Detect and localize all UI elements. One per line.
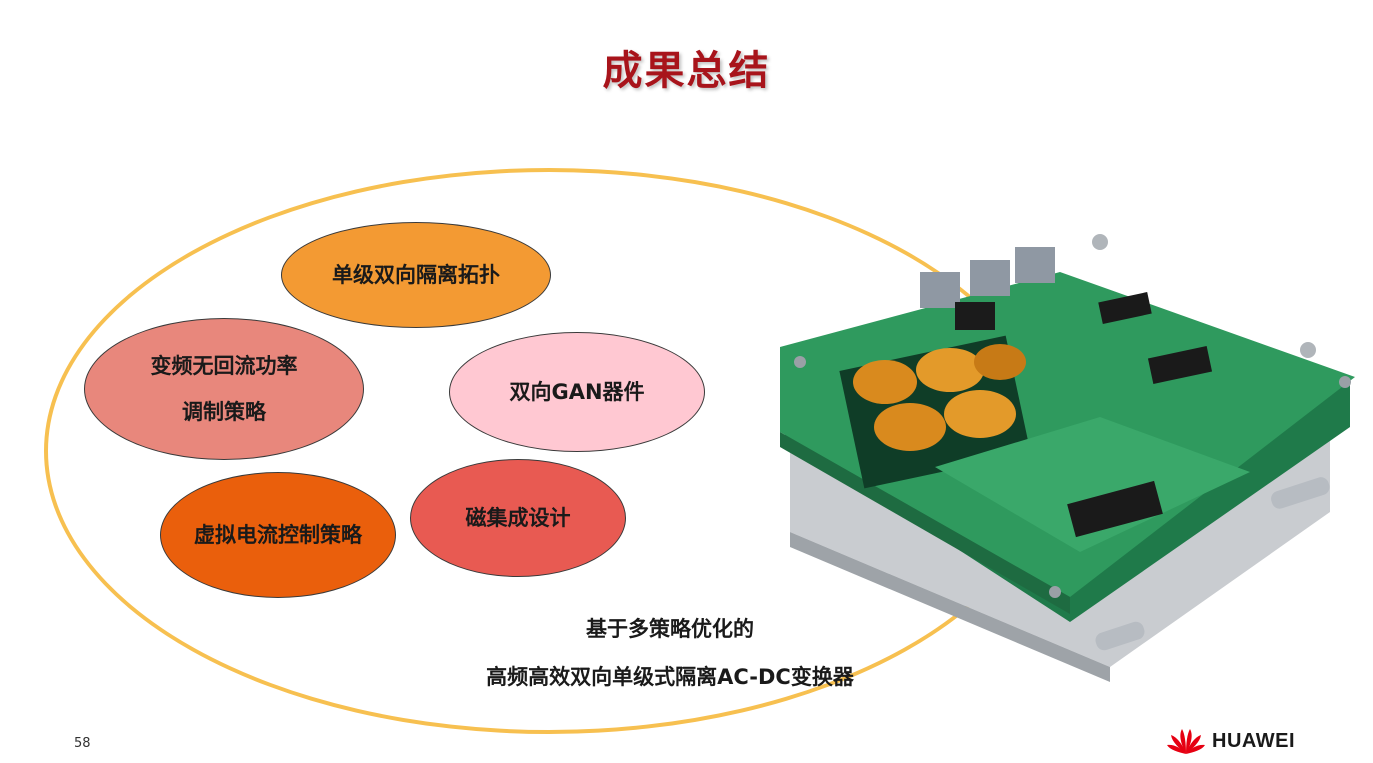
bubble-magnetic: 磁集成设计 [410,459,626,577]
bubble-gan-label: 双向GAN器件 [509,380,645,404]
bubble-topology: 单级双向隔离拓扑 [281,222,551,328]
huawei-logo: HUAWEI [1166,726,1295,756]
huawei-logo-text: HUAWEI [1212,729,1295,752]
bubble-modulation-line1: 变频无回流功率 [150,354,298,378]
page-number: 58 [74,736,91,751]
summary-line-2: 高频高效双向单级式隔离AC-DC变换器 [486,665,854,689]
summary-line-1: 基于多策略优化的 [586,617,754,641]
converter-board-image [780,234,1355,682]
bubble-topology-label: 单级双向隔离拓扑 [332,263,500,287]
bubble-gan: 双向GAN器件 [449,332,705,452]
bubble-virtual-current-label: 虚拟电流控制策略 [194,523,362,547]
bubble-modulation-line2: 调制策略 [182,400,266,424]
bubble-virtual-current: 虚拟电流控制策略 [160,472,396,598]
bubble-modulation: 变频无回流功率 调制策略 [84,318,364,460]
huawei-flower-icon [1167,729,1205,754]
bubble-magnetic-label: 磁集成设计 [465,506,571,530]
page-title: 成果总结 [602,48,771,94]
